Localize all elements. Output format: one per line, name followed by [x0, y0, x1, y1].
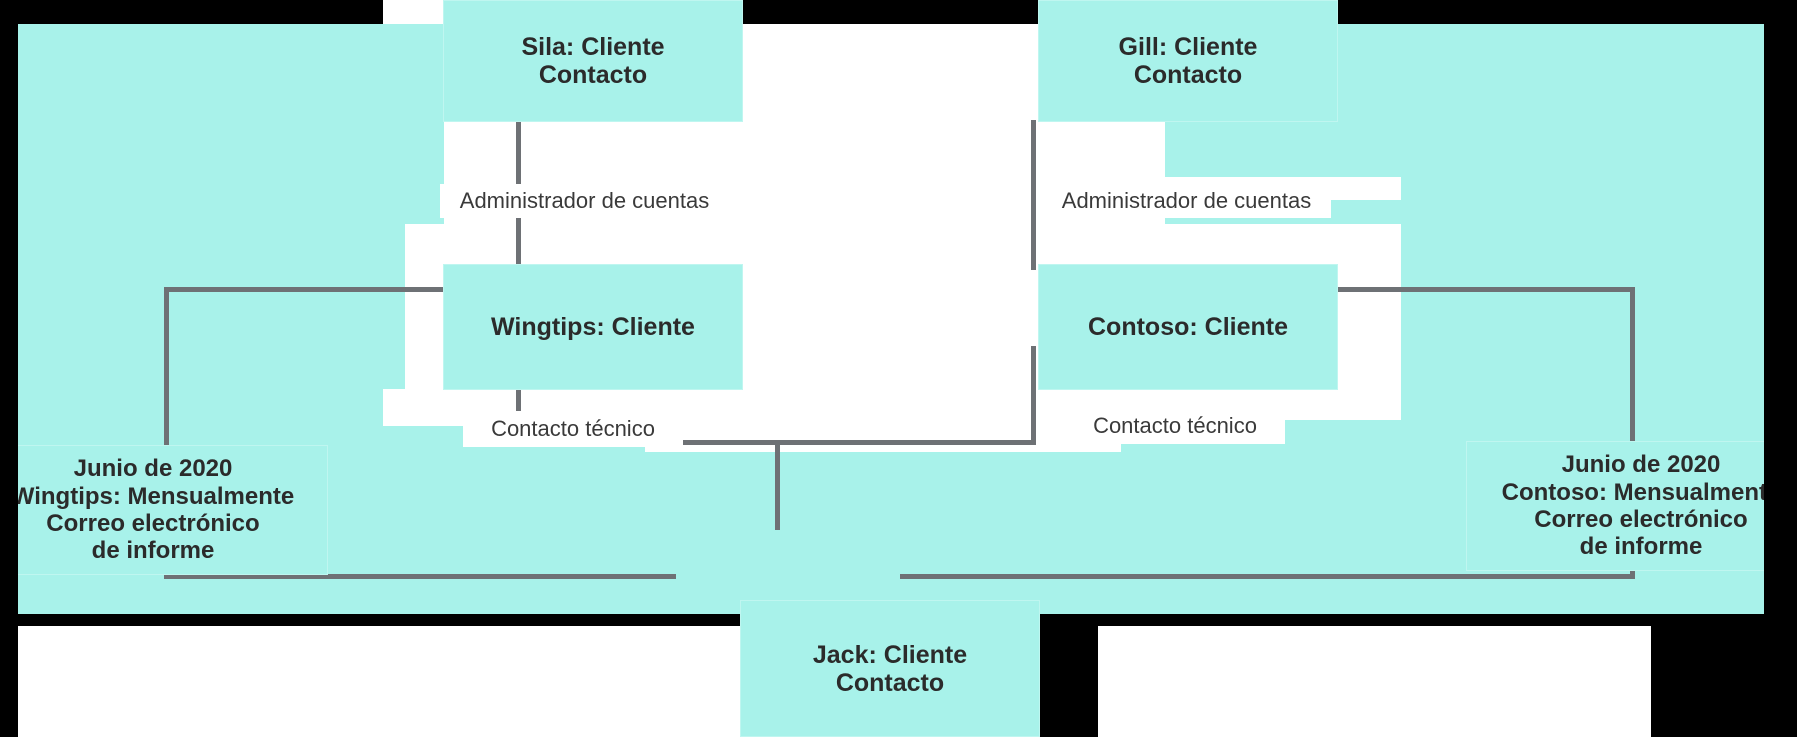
edge-wingtips-report-horizontal-top [164, 287, 446, 292]
edge-label-sila-wingtips-text: Administrador de cuentas [459, 188, 710, 213]
edge-gill-contoso [1031, 120, 1036, 270]
edge-contoso-report-horizontal-top [1165, 287, 1635, 292]
backdrop-overlay-top-left [383, 24, 444, 224]
node-gill[interactable]: Gill: Cliente Contacto [1038, 0, 1338, 122]
frame-bottom-right [1040, 614, 1797, 626]
backdrop-overlay-center-bottom [405, 452, 1401, 614]
frame-top-left [0, 0, 383, 24]
edge-contoso-report-horizontal-bottom [900, 574, 1635, 579]
node-sila[interactable]: Sila: Cliente Contacto [443, 0, 743, 122]
node-wingtips-label: Wingtips: Cliente [491, 313, 695, 341]
node-gill-label: Gill: Cliente Contacto [1118, 33, 1258, 89]
edge-contoso-jack-horizontal [776, 440, 1036, 445]
edge-wingtips-report-vertical [164, 287, 169, 579]
edge-label-sila-wingtips: Administrador de cuentas [440, 184, 729, 218]
edge-label-gill-contoso: Administrador de cuentas [1042, 184, 1331, 218]
node-contoso-report-label: Junio de 2020 Contoso: Mensualmente Corr… [1501, 451, 1781, 561]
edge-jack-stem [775, 440, 780, 530]
frame-bottom-left [0, 614, 740, 626]
frame-left [0, 0, 18, 737]
edge-contoso-report-vertical [1630, 287, 1635, 579]
bottom-left-white-strip [18, 626, 740, 737]
backdrop-overlay-mid-left [383, 224, 405, 389]
edge-label-contoso-jack-text: Contacto técnico [1093, 413, 1257, 438]
node-wingtips-report[interactable]: Junio de 2020 Wingtips: Mensualmente Cor… [0, 445, 328, 575]
edge-label-wingtips-jack: Contacto técnico [463, 411, 683, 447]
frame-bottom-far-right [1651, 626, 1797, 737]
bottom-right-white-strip [1098, 626, 1651, 737]
node-wingtips-report-label: Junio de 2020 Wingtips: Mensualmente Cor… [11, 455, 295, 565]
edge-label-contoso-jack: Contacto técnico [1065, 408, 1285, 444]
node-jack[interactable]: Jack: Cliente Contacto [740, 600, 1040, 737]
edge-label-gill-contoso-text: Administrador de cuentas [1061, 188, 1312, 213]
edge-contoso-jack-vertical [1031, 346, 1036, 444]
frame-top-right [1338, 0, 1797, 24]
edge-wingtips-report-horizontal-bottom [164, 574, 676, 579]
edge-wingtips-jack-vertical [516, 346, 521, 444]
frame-bottom-left-lower [0, 626, 18, 737]
node-contoso[interactable]: Contoso: Cliente [1038, 264, 1338, 390]
frame-bottom-notch-right [1040, 626, 1098, 737]
edge-label-wingtips-jack-text: Contacto técnico [491, 416, 655, 441]
node-contoso-label: Contoso: Cliente [1088, 313, 1288, 341]
node-contoso-report[interactable]: Junio de 2020 Contoso: Mensualmente Corr… [1466, 441, 1797, 571]
node-jack-label: Jack: Cliente Contacto [812, 640, 968, 697]
frame-top-middle [743, 0, 1038, 24]
node-sila-label: Sila: Cliente Contacto [521, 33, 665, 89]
node-wingtips[interactable]: Wingtips: Cliente [443, 264, 743, 390]
